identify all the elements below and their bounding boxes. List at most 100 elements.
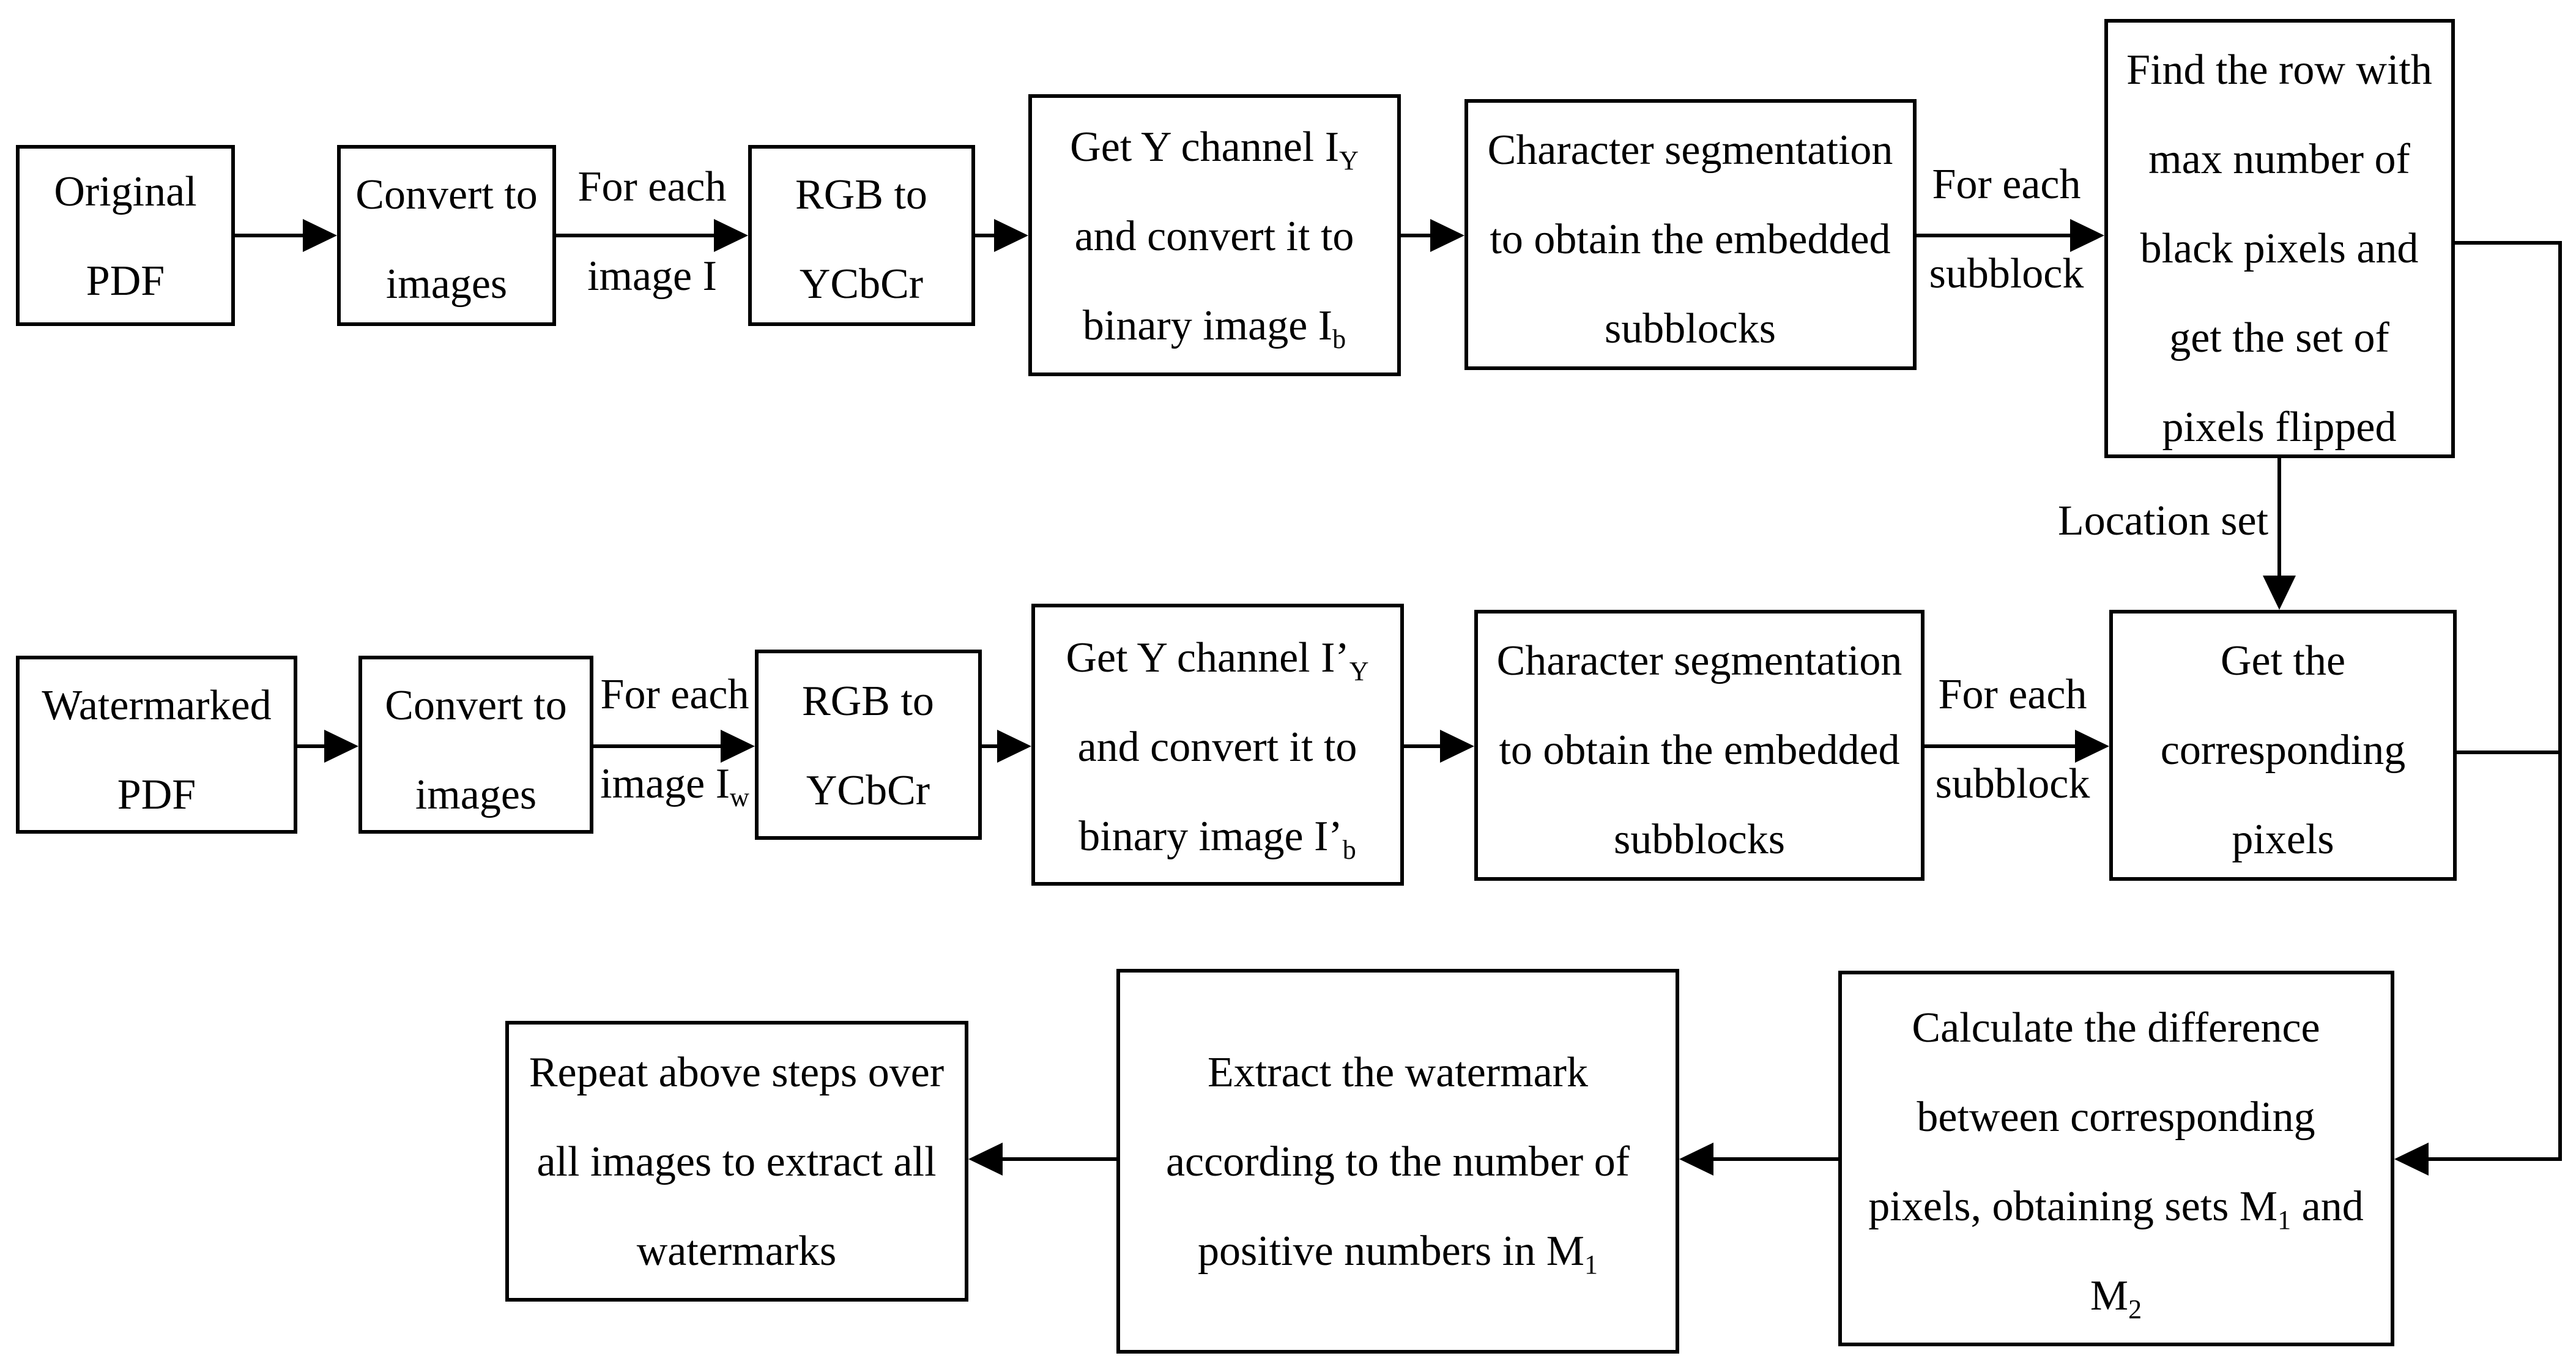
edge-label-for-each-image-top: For each image I xyxy=(578,163,727,300)
node-convert-images-bottom: Convert to images xyxy=(358,656,593,834)
text-line: RGB to xyxy=(795,171,927,218)
text-line: image Iw xyxy=(600,760,749,812)
node-rgb-ycbcr-top: RGB to YCbCr xyxy=(748,145,975,326)
node-y-channel-bottom-label: Get Y channel I’Y and convert it to binary… xyxy=(1066,634,1369,865)
text-run: subblock xyxy=(1936,760,2090,807)
node-y-channel-bottom: Get Y channel I’Y and convert it to binary… xyxy=(1031,604,1404,886)
node-convert-images-top: Convert to images xyxy=(337,145,556,326)
text-run: Extract the watermark xyxy=(1208,1049,1588,1096)
text-line: Watermarked xyxy=(42,682,271,729)
text-line: binary image Ib xyxy=(1083,302,1346,354)
text-line: Get Y channel I’Y xyxy=(1066,634,1369,686)
text-line: get the set of xyxy=(2169,314,2389,361)
edge-extract-to-repeat xyxy=(968,1143,1118,1176)
subscript: b xyxy=(1343,835,1356,865)
node-find-row-label: Find the row with max number of black pixe… xyxy=(2126,46,2432,451)
text-run: get the set of xyxy=(2169,314,2389,361)
text-run: Character segmentation xyxy=(1497,637,1902,684)
edge-findrow-to-corresponding xyxy=(2263,456,2296,610)
text-line: Convert to xyxy=(385,682,566,729)
node-segmentation-top-label: Character segmentation to obtain the embe… xyxy=(1488,127,1893,352)
edge-ychannel-to-segmentation-top xyxy=(1399,219,1464,252)
text-line: image I xyxy=(587,253,717,300)
text-line: For each xyxy=(578,163,727,210)
text-line: and convert it to xyxy=(1078,724,1357,771)
text-line: Character segmentation xyxy=(1488,127,1893,174)
text-line: pixels, obtaining sets M1 and xyxy=(1868,1183,2363,1235)
text-run: images xyxy=(386,261,507,308)
node-calculate-difference: Calculate the difference between correspo… xyxy=(1838,971,2394,1346)
edge-original-to-convert xyxy=(233,219,337,252)
text-line: images xyxy=(386,261,507,308)
text-run: PDF xyxy=(117,771,196,818)
text-line: YCbCr xyxy=(800,261,923,308)
text-line: all images to extract all xyxy=(536,1138,936,1185)
text-line: subblock xyxy=(1936,760,2090,807)
edge-calculate-to-extract xyxy=(1679,1143,1840,1176)
text-run: For each xyxy=(601,671,749,718)
text-line: according to the number of xyxy=(1166,1138,1630,1185)
text-line: For each xyxy=(1939,671,2087,718)
text-run: Convert to xyxy=(355,171,537,218)
edge-label-location-set: Location set xyxy=(2058,497,2269,544)
text-run: images xyxy=(415,771,536,818)
text-line: Repeat above steps over xyxy=(529,1049,944,1096)
text-line: Character segmentation xyxy=(1497,637,1902,684)
node-rgb-ycbcr-bottom-label: RGB to YCbCr xyxy=(802,678,934,814)
subscript: Y xyxy=(1349,656,1369,686)
edge-label-for-each-subblock-bottom: For each subblock xyxy=(1936,671,2090,807)
text-run: Convert to xyxy=(385,682,566,729)
text-line: watermarks xyxy=(637,1228,837,1275)
text-line: RGB to xyxy=(802,678,934,725)
text-run: binary image I’ xyxy=(1078,813,1342,860)
text-run: black pixels and xyxy=(2140,225,2419,272)
node-segmentation-bottom: Character segmentation to obtain the embe… xyxy=(1474,610,1925,881)
text-run: and xyxy=(2291,1183,2364,1230)
text-run: For each xyxy=(1939,671,2087,718)
text-line: binary image I’b xyxy=(1078,813,1356,865)
text-line: subblocks xyxy=(1605,305,1776,352)
text-line: PDF xyxy=(117,771,196,818)
edge-label-for-each-image-bottom: For each image Iw xyxy=(600,671,749,812)
text-run: Find the row with xyxy=(2126,46,2432,94)
text-run: according to the number of xyxy=(1166,1138,1630,1185)
text-run: Get Y channel I xyxy=(1070,124,1339,171)
text-line: to obtain the embedded xyxy=(1499,727,1899,774)
edge-convert-to-rgb-top xyxy=(554,219,748,252)
text-run: YCbCr xyxy=(806,767,930,814)
text-line: between corresponding xyxy=(1917,1094,2315,1141)
node-repeat-steps: Repeat above steps over all images to ext… xyxy=(505,1021,968,1302)
text-line: PDF xyxy=(86,258,165,305)
text-line: Find the row with xyxy=(2126,46,2432,94)
node-rgb-ycbcr-top-label: RGB to YCbCr xyxy=(795,171,927,308)
text-run: to obtain the embedded xyxy=(1499,727,1899,774)
text-run: max number of xyxy=(2148,136,2410,183)
subscript: 1 xyxy=(2277,1205,2291,1235)
subscript: Y xyxy=(1339,146,1359,176)
subscript: 1 xyxy=(1584,1250,1598,1280)
edge-segmentation-to-corresponding xyxy=(1923,730,2109,763)
text-line: Original xyxy=(54,168,196,215)
text-line: For each xyxy=(1932,161,2081,208)
text-line: Extract the watermark xyxy=(1208,1049,1588,1096)
node-find-row: Find the row with max number of black pixe… xyxy=(2104,19,2455,458)
text-run: subblocks xyxy=(1605,305,1776,352)
text-run: pixels xyxy=(2232,816,2334,863)
text-run: subblocks xyxy=(1614,816,1785,863)
text-line: Calculate the difference xyxy=(1912,1004,2320,1051)
node-extract-watermark-label: Extract the watermark according to the nu… xyxy=(1166,1049,1630,1280)
text-line: subblocks xyxy=(1614,816,1785,863)
subscript: b xyxy=(1332,324,1346,354)
text-line: pixels flipped xyxy=(2162,404,2397,451)
edge-convert-to-rgb-bottom xyxy=(592,730,755,763)
edge-right-connector-to-calculate xyxy=(2394,241,2562,1176)
text-run: Character segmentation xyxy=(1488,127,1893,174)
text-run: corresponding xyxy=(2161,727,2405,774)
text-line: to obtain the embedded xyxy=(1490,216,1890,263)
